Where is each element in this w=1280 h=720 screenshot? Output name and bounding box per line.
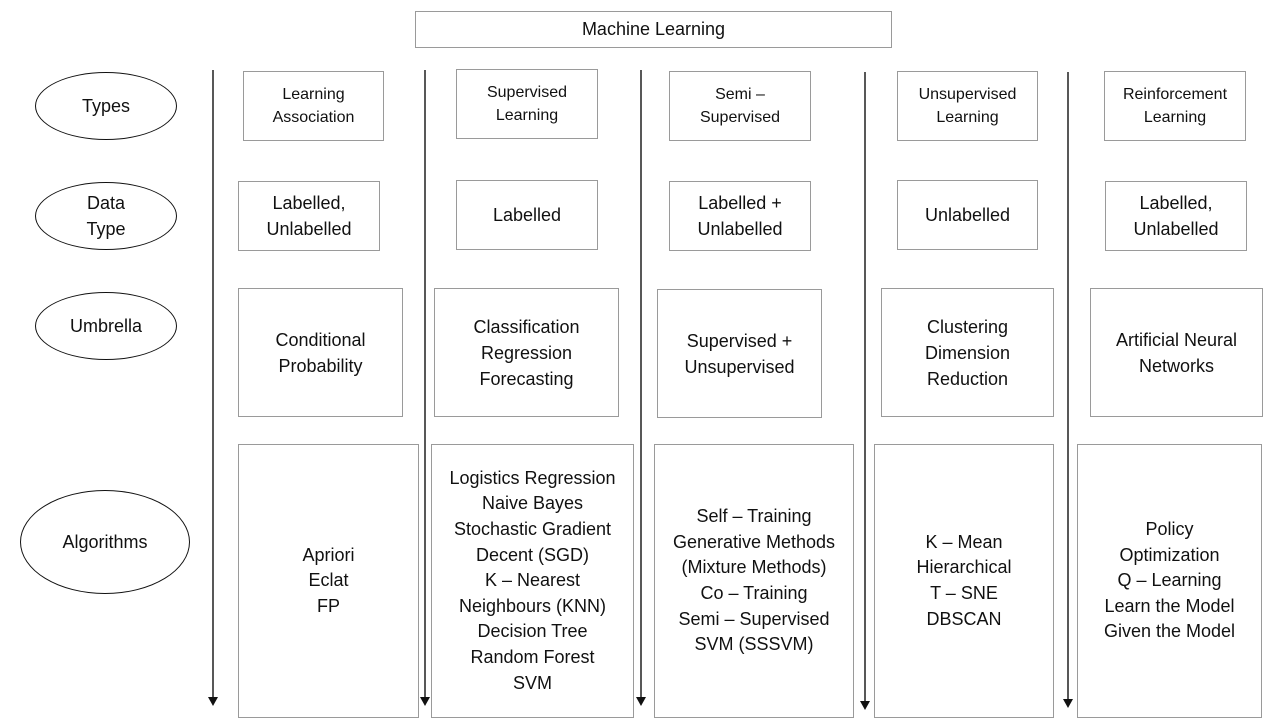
data-type-box: Labelled (456, 180, 598, 250)
diagram-title-text: Machine Learning (581, 19, 726, 39)
algorithms-box: Apriori Eclat FP (238, 444, 419, 718)
row-label-types: Types (35, 72, 177, 140)
row-label-data-type: Data Type (35, 182, 177, 250)
divider-arrowhead (860, 701, 870, 710)
type-box: Reinforcement Learning (1104, 71, 1246, 141)
data-type-box: Labelled + Unlabelled (669, 181, 811, 251)
divider-arrowhead (636, 697, 646, 706)
umbrella-box: Classification Regression Forecasting (434, 288, 619, 417)
algorithms-box: Self – Training Generative Methods (Mixt… (654, 444, 854, 718)
type-box: Supervised Learning (456, 69, 598, 139)
type-box: Learning Association (243, 71, 384, 141)
row-label-umbrella: Umbrella (35, 292, 177, 360)
data-type-box: Labelled, Unlabelled (238, 181, 380, 251)
row-label-algorithms: Algorithms (20, 490, 190, 594)
data-type-box: Labelled, Unlabelled (1105, 181, 1247, 251)
algorithms-box: Policy Optimization Q – Learning Learn t… (1077, 444, 1262, 718)
divider-arrowhead (420, 697, 430, 706)
diagram-title: Machine Learning (415, 11, 892, 48)
umbrella-box: Artificial Neural Networks (1090, 288, 1263, 417)
umbrella-box: Conditional Probability (238, 288, 403, 417)
type-box: Semi – Supervised (669, 71, 811, 141)
algorithms-box: K – Mean Hierarchical T – SNE DBSCAN (874, 444, 1054, 718)
divider-arrowhead (1063, 699, 1073, 708)
type-box: Unsupervised Learning (897, 71, 1038, 141)
umbrella-box: Supervised + Unsupervised (657, 289, 822, 418)
divider-arrowhead (208, 697, 218, 706)
umbrella-box: Clustering Dimension Reduction (881, 288, 1054, 417)
data-type-box: Unlabelled (897, 180, 1038, 250)
algorithms-box: Logistics Regression Naive Bayes Stochas… (431, 444, 634, 718)
